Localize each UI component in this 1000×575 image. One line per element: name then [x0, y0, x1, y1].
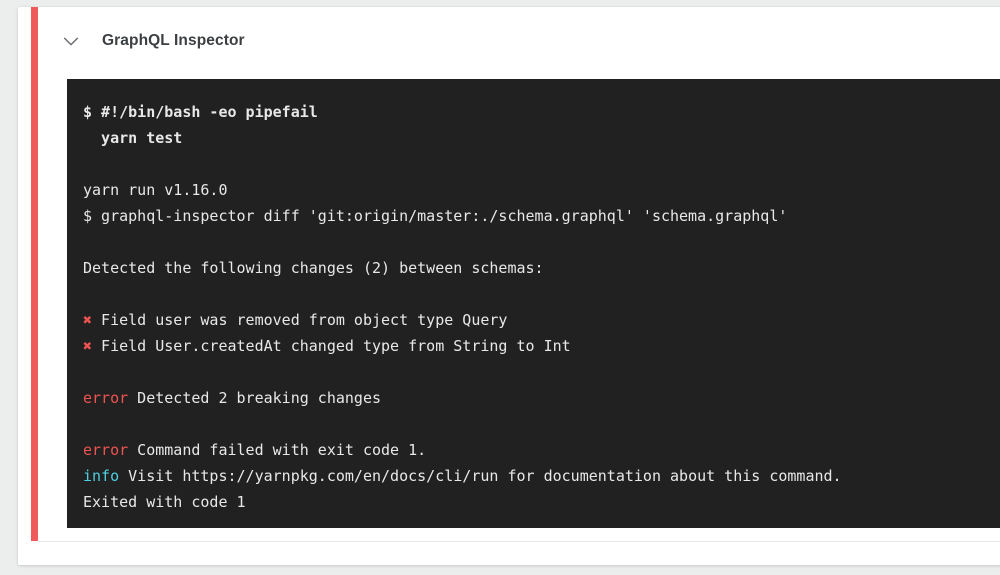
terminal-line-text: Field user was removed from object type … — [92, 311, 508, 329]
terminal-line-text: Field User.createdAt changed type from S… — [92, 337, 571, 355]
error-label: error — [83, 441, 129, 459]
terminal-log: $ #!/bin/bash -eo pipefail yarn test yar… — [67, 79, 1000, 515]
chevron-down-icon[interactable] — [58, 28, 84, 54]
terminal-line — [83, 359, 1000, 385]
terminal-line: $ graphql-inspector diff 'git:origin/mas… — [83, 203, 1000, 229]
terminal-line: $ #!/bin/bash -eo pipefail — [83, 99, 1000, 125]
job-card: GraphQL Inspector $ #!/bin/bash -eo pipe… — [18, 7, 1000, 565]
terminal-line-text: Detected 2 breaking changes — [128, 389, 382, 407]
terminal-line — [83, 281, 1000, 307]
terminal-line-text: yarn test — [83, 129, 183, 147]
terminal-line: error Command failed with exit code 1. — [83, 437, 1000, 463]
error-label: error — [83, 389, 129, 407]
terminal-line-text: yarn run v1.16.0 — [83, 181, 228, 199]
terminal-line-text: Visit https://yarnpkg.com/en/docs/cli/ru… — [119, 467, 842, 485]
cross-icon: ✖ — [83, 311, 93, 329]
info-label: info — [83, 467, 120, 485]
terminal-line: ✖ Field User.createdAt changed type from… — [83, 333, 1000, 359]
terminal-line: error Detected 2 breaking changes — [83, 385, 1000, 411]
terminal-line-text: $ graphql-inspector diff 'git:origin/mas… — [83, 207, 788, 225]
terminal-line — [83, 151, 1000, 177]
terminal-line: yarn run v1.16.0 — [83, 177, 1000, 203]
terminal-line-text: Exited with code 1 — [83, 493, 246, 511]
page-title: GraphQL Inspector — [102, 32, 245, 49]
terminal-line: Detected the following changes (2) betwe… — [83, 255, 1000, 281]
terminal-line — [83, 229, 1000, 255]
terminal-line — [83, 411, 1000, 437]
terminal-line-text: Command failed with exit code 1. — [128, 441, 427, 459]
card-divider — [38, 541, 1000, 542]
terminal-line-text: $ #!/bin/bash -eo pipefail — [83, 103, 318, 121]
terminal-line: ✖ Field user was removed from object typ… — [83, 307, 1000, 333]
job-status-rail — [31, 7, 38, 541]
terminal-line: info Visit https://yarnpkg.com/en/docs/c… — [83, 463, 1000, 489]
job-card-header: GraphQL Inspector — [58, 21, 245, 61]
card-footer — [38, 542, 1000, 565]
cross-icon: ✖ — [83, 337, 93, 355]
terminal-output-panel[interactable]: $ #!/bin/bash -eo pipefail yarn test yar… — [67, 79, 1000, 528]
terminal-line: yarn test — [83, 125, 1000, 151]
terminal-line: Exited with code 1 — [83, 489, 1000, 515]
terminal-line-text: Detected the following changes (2) betwe… — [83, 259, 544, 277]
